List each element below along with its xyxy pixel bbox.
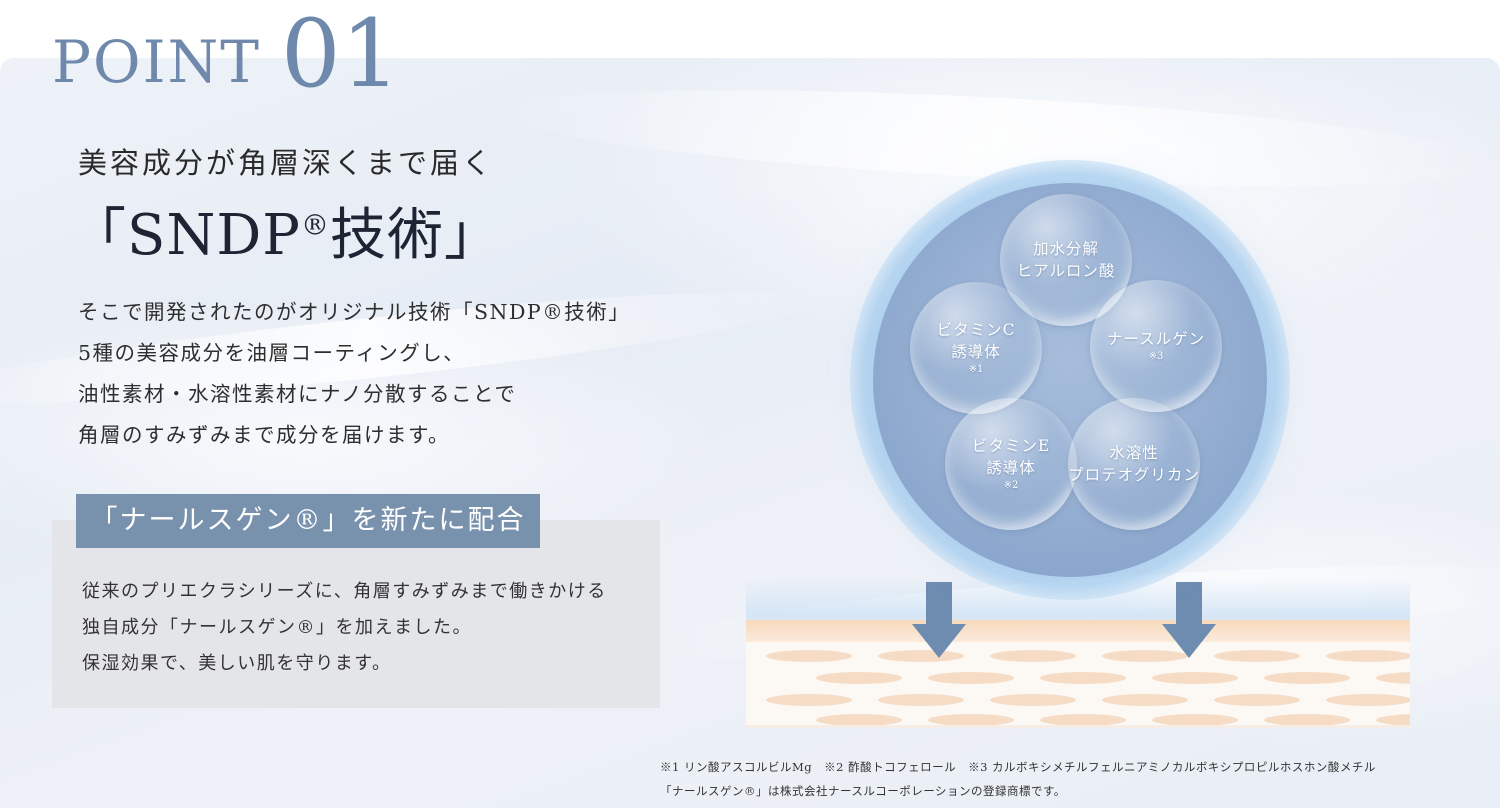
description-line: 角層のすみずみまで成分を届けます。 — [78, 423, 450, 447]
skin-cell — [1264, 714, 1350, 725]
description-line: 油性素材・水溶性素材にナノ分散することで — [78, 382, 517, 406]
footnote-line: 「ナールスゲン®」は株式会社ナースルコーポレーションの登録商標です。 — [660, 784, 1066, 798]
ingredient-bubble-nahlsgen: ナースルゲン ※3 — [1090, 280, 1222, 412]
bubble-label: 水溶性 — [1109, 444, 1159, 462]
bubble-note: ※2 — [1003, 480, 1019, 491]
skin-cell — [1102, 694, 1188, 706]
skin-cell — [1040, 714, 1126, 725]
feature-box — [52, 520, 660, 708]
point-title: POINT 01 — [52, 0, 401, 109]
feature-tag: 「ナールスゲン®」を新たに配合 — [76, 494, 540, 548]
feature-text-line: 従来のプリエクラシリーズに、角層すみずみまで働きかける — [82, 581, 607, 602]
registered-mark: ® — [300, 208, 330, 242]
bubble-label: ビタミンC — [936, 321, 1016, 339]
ingredient-bubble-proteoglycan: 水溶性 プロテオグリカン — [1068, 398, 1200, 530]
bubble-label: 加水分解 — [1032, 240, 1099, 258]
bubble-label: ビタミンE — [971, 437, 1051, 455]
skin-cell — [990, 694, 1076, 706]
skin-cell — [1376, 672, 1410, 684]
footnote-line: ※1 リン酸アスコルビルMg ※2 酢酸トコフェロール ※3 カルボキシメチルフ… — [660, 760, 1376, 774]
ingredient-bubble-vitamin-c: ビタミンC 誘導体 ※1 — [910, 282, 1042, 414]
bubble-label: 誘導体 — [986, 459, 1036, 477]
bubble-note: ※3 — [1148, 351, 1164, 362]
skin-cell — [1152, 672, 1238, 684]
ingredient-bubble-vitamin-e: ビタミンE 誘導体 ※2 — [945, 398, 1077, 530]
description: そこで開発されたのがオリジナル技術「SNDP®技術」 5種の美容成分を油層コーテ… — [78, 292, 678, 456]
skin-cell — [1152, 714, 1238, 725]
feature-text: 従来のプリエクラシリーズに、角層すみずみまで働きかける 独自成分「ナールスゲン®… — [82, 574, 607, 682]
bubble-label: ヒアルロン酸 — [1016, 262, 1116, 280]
skin-cell — [766, 694, 852, 706]
main-heading: 「SNDP®技術」 — [70, 190, 501, 271]
skin-surface-band — [746, 620, 1410, 642]
bubble-label: 誘導体 — [951, 343, 1001, 361]
skin-cell — [928, 672, 1014, 684]
description-line: 5種の美容成分を油層コーティングし、 — [78, 341, 466, 365]
bubble-note: ※1 — [968, 364, 984, 375]
sndp-diagram: 加水分解 ヒアルロン酸 ビタミンC 誘導体 ※1 ナースルゲン ※3 ビタミンE… — [740, 160, 1420, 750]
skin-cell — [1214, 694, 1300, 706]
down-arrow-icon — [1162, 582, 1216, 662]
bubble-label: ナースルゲン — [1106, 330, 1206, 348]
skin-cell — [878, 694, 964, 706]
point-word: POINT — [52, 28, 261, 96]
skin-cell — [1040, 672, 1126, 684]
description-line: そこで開発されたのがオリジナル技術「SNDP®技術」 — [78, 300, 631, 324]
feature-text-line: 独自成分「ナールスゲン®」を加えました。 — [82, 617, 472, 638]
subtitle: 美容成分が角層深くまで届く — [78, 146, 495, 180]
skin-cell — [816, 672, 902, 684]
skin-cell — [1326, 650, 1410, 662]
heading-prefix: 「SNDP — [70, 203, 301, 268]
down-arrow-icon — [912, 582, 966, 662]
skin-cell — [1214, 650, 1300, 662]
point-number: 01 — [280, 0, 401, 109]
skin-cell — [928, 714, 1014, 725]
skin-cell — [816, 714, 902, 725]
skin-layer — [746, 620, 1410, 725]
heading-suffix: 技術」 — [329, 203, 501, 268]
bubble-label: プロテオグリカン — [1068, 466, 1200, 484]
skin-cell — [990, 650, 1076, 662]
skin-cell — [766, 650, 852, 662]
footnotes: ※1 リン酸アスコルビルMg ※2 酢酸トコフェロール ※3 カルボキシメチルフ… — [660, 755, 1376, 803]
skin-cell — [1376, 714, 1410, 725]
skin-cell — [1326, 694, 1410, 706]
feature-text-line: 保湿効果で、美しい肌を守ります。 — [82, 653, 392, 674]
skin-cell — [1264, 672, 1350, 684]
